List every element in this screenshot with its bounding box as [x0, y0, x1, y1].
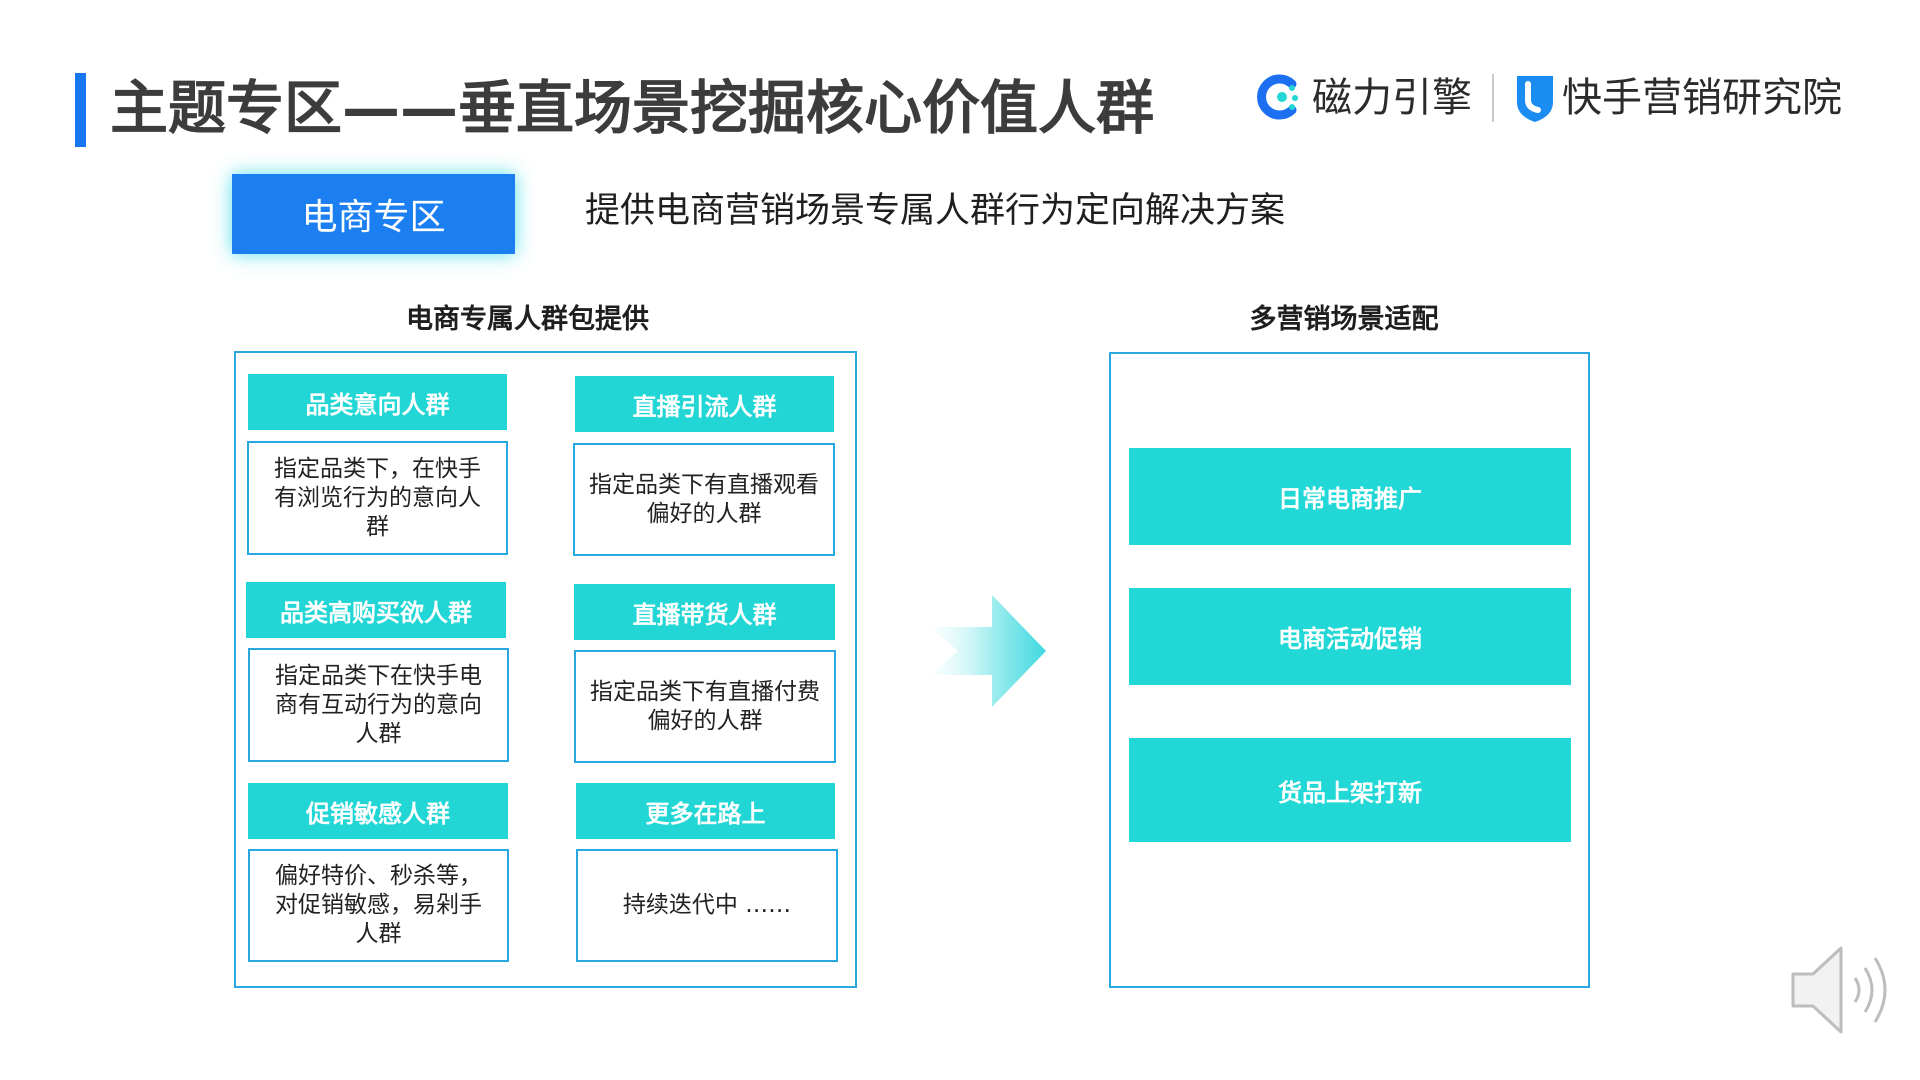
group-title: 品类高购买欲人群	[246, 582, 506, 638]
group-desc: 指定品类下有直播观看偏好的人群	[573, 443, 835, 556]
kuaishou-logo-text: 快手营销研究院	[1562, 75, 1842, 121]
ecommerce-zone-tag: 电商专区	[232, 174, 515, 254]
group-desc: 指定品类下，在快手有浏览行为的意向人群	[247, 441, 508, 555]
scene-item: 电商活动促销	[1129, 588, 1571, 685]
title-accent-bar	[75, 73, 86, 147]
group-desc: 指定品类下在快手电商有互动行为的意向人群	[248, 648, 509, 762]
right-arrow-icon	[930, 595, 1046, 707]
cili-logo-icon	[1257, 74, 1298, 120]
group-title: 更多在路上	[576, 783, 835, 839]
left-section-title: 电商专属人群包提供	[406, 304, 649, 335]
scene-item: 货品上架打新	[1129, 738, 1571, 842]
group-desc: 指定品类下有直播付费偏好的人群	[574, 650, 836, 763]
group-desc: 偏好特价、秒杀等，对促销敏感，易剁手人群	[248, 849, 509, 962]
speaker-icon[interactable]	[1785, 940, 1905, 1040]
group-title: 品类意向人群	[248, 374, 507, 430]
cili-logo-text: 磁力引擎	[1312, 75, 1472, 121]
kuaishou-shield-icon	[1517, 76, 1553, 122]
logo-divider	[1492, 74, 1494, 122]
scene-item: 日常电商推广	[1129, 448, 1571, 545]
zone-description: 提供电商营销场景专属人群行为定向解决方案	[585, 191, 1286, 231]
right-section-title: 多营销场景适配	[1249, 304, 1439, 335]
group-title: 直播引流人群	[575, 376, 834, 432]
group-title: 促销敏感人群	[248, 783, 508, 839]
group-title: 直播带货人群	[574, 584, 835, 640]
page-title: 主题专区——垂直场景挖掘核心价值人群	[110, 74, 1155, 142]
group-desc: 持续迭代中 ……	[576, 849, 838, 962]
